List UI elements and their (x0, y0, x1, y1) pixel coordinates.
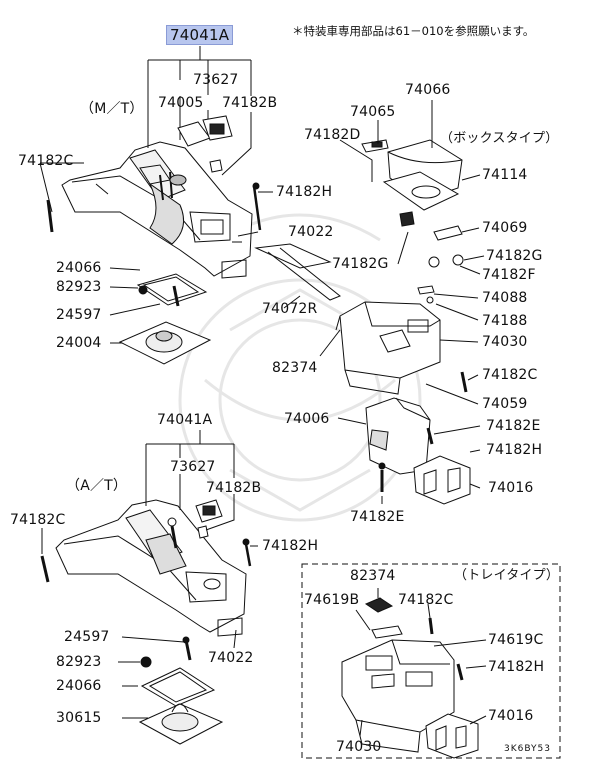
box-label-74030: 74030 (482, 334, 528, 350)
at-leaders (41, 430, 258, 719)
box-label-74069: 74069 (482, 220, 528, 236)
note-text: ＊特装車専用部品は61－010を参照願います。 (292, 24, 535, 38)
mt-label-74005: 74005 (158, 95, 204, 111)
tray-label-74182h: 74182H (488, 659, 545, 675)
mt-label-74022: 74022 (288, 224, 334, 240)
tray-leaders (355, 588, 487, 737)
tray-label-74182c: 74182C (398, 592, 454, 608)
box-label-74016: 74016 (488, 480, 534, 496)
mt-label-74182c: 74182C (18, 153, 74, 169)
box-label-74182g-r: 74182G (486, 248, 543, 264)
at-label-74182c: 74182C (10, 512, 66, 528)
mt-small-parts (46, 115, 341, 365)
box-section-label: （ボックスタイプ） (440, 131, 559, 146)
at-label-30615: 30615 (56, 710, 102, 726)
mt-label-73627: 73627 (193, 72, 239, 88)
mt-label-24004: 24004 (56, 335, 102, 351)
box-label-74088: 74088 (482, 290, 528, 306)
box-label-74182e-r: 74182E (486, 418, 541, 434)
diagram-id: 3K6BY53 (504, 744, 551, 754)
box-leaders (319, 100, 485, 504)
at-section-label: （A／T） (66, 478, 128, 494)
box-label-82374: 82374 (272, 360, 318, 376)
box-label-74182h: 74182H (486, 442, 543, 458)
at-main-part-label: 74041A (157, 412, 213, 428)
mt-label-74182h: 74182H (276, 184, 333, 200)
tray-label-74619b: 74619B (304, 592, 360, 608)
mt-label-24597: 24597 (56, 307, 102, 323)
box-label-74188: 74188 (482, 313, 528, 329)
box-label-74182d: 74182D (304, 127, 361, 143)
box-label-74006: 74006 (284, 411, 330, 427)
box-label-74182g-l: 74182G (332, 256, 389, 272)
box-label-74066: 74066 (405, 82, 451, 98)
at-label-24066: 24066 (56, 678, 102, 694)
mt-section-label: （M／T） (80, 101, 144, 117)
at-label-74022: 74022 (208, 650, 254, 666)
box-label-74182e-b: 74182E (350, 509, 405, 525)
box-label-74059: 74059 (482, 396, 528, 412)
mt-leaders (39, 46, 301, 344)
mt-console (61, 141, 253, 279)
at-label-24597: 24597 (64, 629, 110, 645)
tray-label-74619c: 74619C (488, 632, 544, 648)
mt-label-82923: 82923 (56, 279, 102, 295)
at-small-parts (138, 636, 224, 745)
box-label-74182f: 74182F (482, 267, 536, 283)
tray-label-74016: 74016 (488, 708, 534, 724)
at-label-74182b: 74182B (206, 480, 262, 496)
watermark (178, 213, 422, 522)
at-console (40, 499, 252, 637)
mt-label-24066: 24066 (56, 260, 102, 276)
box-label-74114: 74114 (482, 167, 528, 183)
tray-type (301, 563, 561, 759)
mt-main-part-label: 74041A (166, 25, 234, 45)
tray-section-label: （トレイタイプ） (454, 568, 560, 583)
tray-label-74030: 74030 (336, 739, 382, 755)
box-label-74065: 74065 (350, 104, 396, 120)
tray-label-82374: 82374 (350, 568, 396, 584)
at-label-73627: 73627 (170, 459, 216, 475)
box-type (335, 139, 471, 505)
at-label-74182h: 74182H (262, 538, 319, 554)
mt-label-74182b: 74182B (222, 95, 278, 111)
mt-label-74072r: 74072R (262, 301, 318, 317)
at-label-82923: 82923 (56, 654, 102, 670)
box-label-74182c: 74182C (482, 367, 538, 383)
